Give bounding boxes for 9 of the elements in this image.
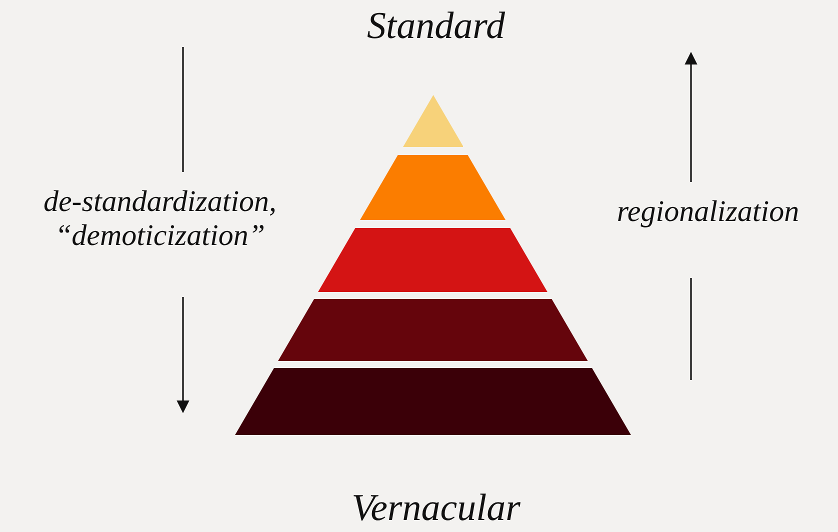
pyramid-layer xyxy=(360,155,506,220)
title: Standard xyxy=(366,4,506,48)
side-label: regionalization xyxy=(616,195,800,229)
pyramid-layer xyxy=(235,368,631,435)
pyramid-layer xyxy=(278,299,588,361)
pyramid-layer xyxy=(402,95,464,147)
pyramid-layer xyxy=(318,228,548,292)
caption: Vernacular xyxy=(350,486,522,530)
side-label: de-standardization, “demoticization” xyxy=(42,185,278,253)
